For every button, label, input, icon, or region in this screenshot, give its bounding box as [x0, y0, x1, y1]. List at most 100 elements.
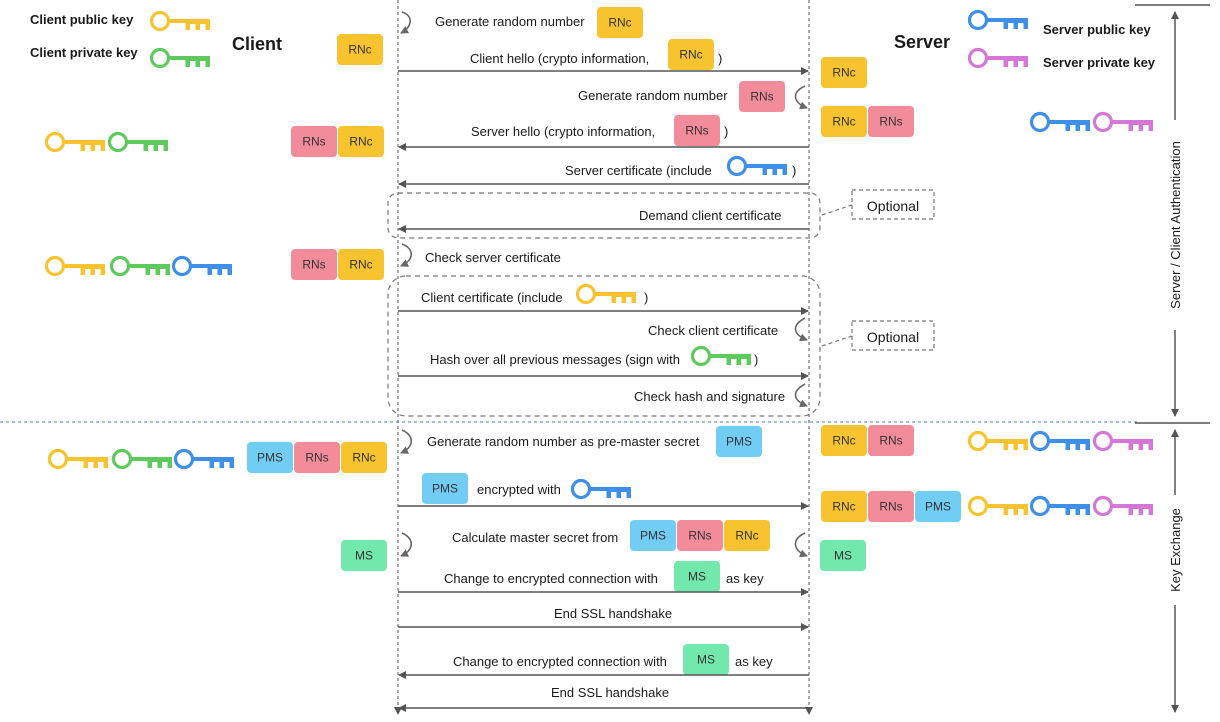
- optional-1-label: Optional: [867, 198, 919, 214]
- encrypted-with-text: encrypted with: [477, 482, 561, 497]
- legend-server-public-label: Server public key: [1043, 22, 1151, 37]
- badge-label: RNs: [685, 124, 708, 138]
- badge-fill: [915, 491, 961, 522]
- end-ssl-client-text: End SSL handshake: [554, 606, 672, 621]
- key-blade: [190, 264, 232, 275]
- key-bow: [107, 131, 129, 153]
- key-blade: [594, 292, 636, 303]
- msg-rnc-badge-gen: RNc: [597, 7, 643, 38]
- badge-label: RNs: [750, 90, 773, 104]
- client-hello-text: Client hello (crypto information,: [470, 51, 649, 66]
- client-state-3-public-key-icon: [47, 448, 108, 470]
- badge-fill: [821, 425, 867, 456]
- badge-label: MS: [688, 570, 706, 584]
- key-blade: [1111, 439, 1153, 450]
- badge-fill: [674, 561, 720, 592]
- check-server-cert-text: Check server certificate: [425, 250, 561, 265]
- client-ms-badge-1: MS: [341, 540, 387, 571]
- badge-label: PMS: [640, 529, 666, 543]
- key-bow: [111, 448, 133, 470]
- badge-fill: [341, 540, 387, 571]
- key-blade: [1048, 120, 1090, 131]
- badge-fill: [716, 426, 762, 457]
- server-state-1-private-key-icon: [1092, 111, 1153, 133]
- server-cert-text: Server certificate (include: [565, 163, 712, 178]
- key-blade: [589, 487, 631, 498]
- server-ms-badge-1: MS: [820, 540, 866, 571]
- key-bow: [570, 478, 592, 500]
- key-bow: [1092, 111, 1114, 133]
- server-title: Server: [894, 32, 950, 52]
- badge-label: RNs: [688, 529, 711, 543]
- key-blade: [192, 457, 234, 468]
- client-state-2-public-key-icon: [44, 255, 105, 277]
- badge-fill: [677, 520, 723, 551]
- client-state-2-private-key-icon: [109, 255, 170, 277]
- server-rns-badge-1: RNs: [868, 106, 914, 137]
- server-state-2-public-key-icon: [1029, 430, 1090, 452]
- server-cert-public-key-icon: [726, 155, 787, 177]
- check-hash-self-arrow: [794, 383, 808, 408]
- badge-label: RNs: [879, 434, 902, 448]
- badge-label: RNc: [352, 451, 375, 465]
- badge-label: RNc: [679, 48, 702, 62]
- key-blade: [168, 56, 210, 67]
- msg-rns-badge-calc: RNs: [677, 520, 723, 551]
- badge-label: RNs: [302, 258, 325, 272]
- key-blade: [128, 264, 170, 275]
- key-bow: [967, 430, 989, 452]
- server-hello-close: ): [724, 124, 728, 139]
- legend-client-public-label: Client public key: [30, 12, 134, 27]
- encrypt-server-public-key-icon: [570, 478, 631, 500]
- badge-label: RNc: [832, 500, 855, 514]
- server-rnc-badge-4: RNc: [821, 491, 867, 522]
- badge-label: RNc: [348, 43, 371, 57]
- badge-fill: [724, 520, 770, 551]
- msg-ms-badge-server: MS: [683, 644, 729, 675]
- key-blade: [1048, 439, 1090, 450]
- key-blade: [1048, 504, 1090, 515]
- key-blade: [126, 140, 168, 151]
- badge-fill: [821, 491, 867, 522]
- msg-rnc-badge-hello: RNc: [668, 39, 714, 70]
- change-enc-server-text: Change to encrypted connection with: [453, 654, 667, 669]
- badge-fill: [868, 491, 914, 522]
- check-client-cert-text: Check client certificate: [648, 323, 778, 338]
- key-bow: [173, 448, 195, 470]
- key-blade: [986, 504, 1028, 515]
- gen-rns-text: Generate random number: [578, 88, 728, 103]
- key-exchange-phase-label: Key Exchange: [1168, 508, 1183, 592]
- key-bow: [967, 47, 989, 69]
- server-public-key-icon: [967, 9, 1028, 31]
- badge-fill: [294, 442, 340, 473]
- msg-pms-badge-gen: PMS: [716, 426, 762, 457]
- badge-label: PMS: [432, 482, 458, 496]
- badge-label: RNc: [735, 529, 758, 543]
- client-rns-badge-1: RNs: [291, 126, 337, 157]
- key-bow: [44, 255, 66, 277]
- key-bow: [171, 255, 193, 277]
- client-state-1-public-key-icon: [44, 131, 105, 153]
- client-rns-badge-3: RNs: [294, 442, 340, 473]
- client-state-2-server-public-key-icon: [171, 255, 232, 277]
- key-bow: [967, 9, 989, 31]
- badge-label: RNc: [832, 66, 855, 80]
- badge-fill: [597, 7, 643, 38]
- badge-fill: [291, 126, 337, 157]
- key-blade: [1111, 120, 1153, 131]
- server-state-2-client-public-key-icon: [967, 430, 1028, 452]
- msg-ms-badge-client: MS: [674, 561, 720, 592]
- server-rns-badge-2: RNs: [868, 425, 914, 456]
- badge-label: RNs: [305, 451, 328, 465]
- legend-server-private-label: Server private key: [1043, 55, 1156, 70]
- client-state-3-private-key-icon: [111, 448, 172, 470]
- key-blade: [986, 18, 1028, 29]
- key-bow: [1029, 430, 1051, 452]
- msg-rns-badge-gen: RNs: [739, 81, 785, 112]
- optional-box-2: [387, 275, 821, 417]
- client-state-1-private-key-icon: [107, 131, 168, 153]
- server-hello-text: Server hello (crypto information,: [471, 124, 655, 139]
- client-rnc-badge-1: RNc: [337, 34, 383, 65]
- check-server-cert-self-arrow: [400, 243, 413, 267]
- badge-label: PMS: [726, 435, 752, 449]
